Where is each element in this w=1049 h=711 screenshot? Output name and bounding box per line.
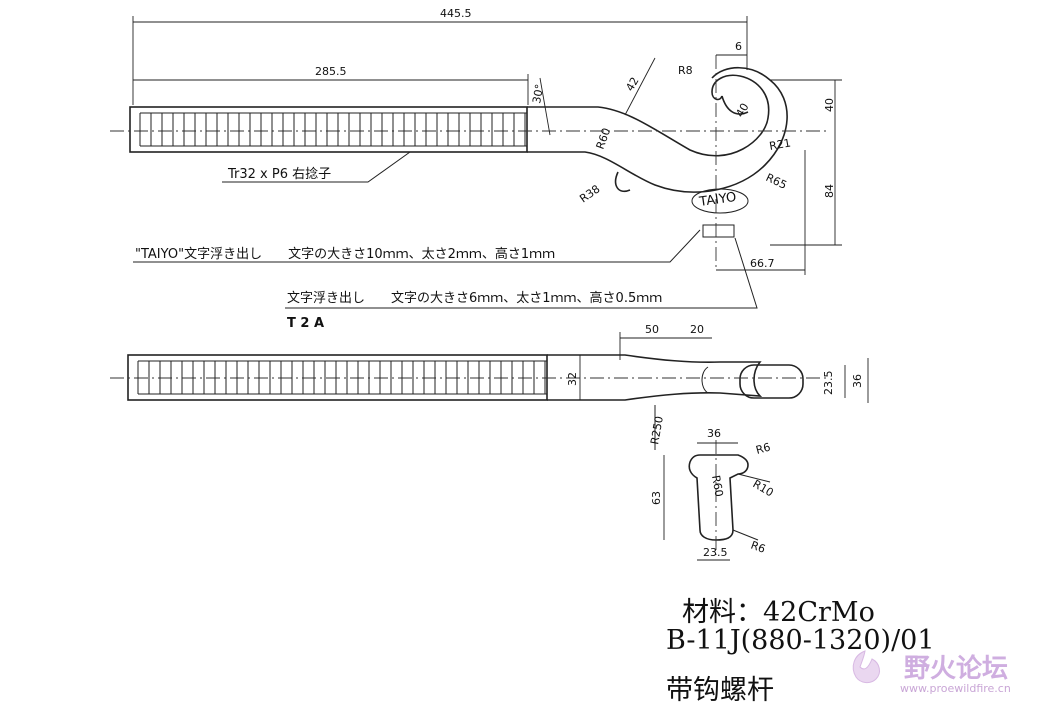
dim-20: 20 bbox=[690, 323, 704, 336]
logo-note: "TAIYO"文字浮き出し 文字の大きさ10ｍｍ、太さ2ｍｍ、高さ1ｍｍ bbox=[135, 246, 555, 262]
dim-36-side: 36 bbox=[851, 374, 864, 388]
dim-32: 32 bbox=[566, 372, 579, 386]
dim-r10: R10 bbox=[751, 477, 776, 499]
side-view-outline bbox=[547, 354, 804, 401]
dim-36-section: 36 bbox=[707, 427, 721, 440]
dim-66-7: 66.7 bbox=[750, 257, 775, 270]
dim-overall-length: 445.5 bbox=[440, 7, 472, 20]
hook-outline-top-view bbox=[527, 67, 788, 238]
dim-40-right: 40 bbox=[823, 98, 836, 112]
dim-50: 50 bbox=[645, 323, 659, 336]
dim-r38: R38 bbox=[577, 182, 602, 205]
dim-thread-length: 285.5 bbox=[315, 65, 347, 78]
dim-40-inner: 40 bbox=[733, 101, 751, 120]
side-view-threaded-shank bbox=[127, 354, 548, 401]
thread-note: Tr32 x P6 右捻子 bbox=[227, 167, 331, 182]
leader-lines bbox=[133, 151, 771, 541]
dim-r21: R21 bbox=[768, 136, 792, 153]
dim-r60-top: R60 bbox=[594, 126, 614, 151]
text-note: 文字浮き出し 文字の大きさ6ｍｍ、太さ1ｍｍ、高さ0.5ｍｍ bbox=[287, 290, 662, 306]
dim-r6-bottom: R6 bbox=[749, 539, 767, 556]
dim-r250: R250 bbox=[648, 415, 666, 445]
dim-tip-offset: 6 bbox=[735, 40, 742, 53]
part-code: B-11J(880-1320)/01 bbox=[666, 625, 935, 656]
dim-63: 63 bbox=[650, 491, 663, 505]
watermark-logo-icon bbox=[842, 645, 888, 691]
material-spec: 材料：42CrMo bbox=[682, 597, 875, 628]
dim-r65: R65 bbox=[764, 171, 789, 192]
logo-emboss: TAIYO bbox=[697, 190, 737, 210]
dimension-lines bbox=[132, 16, 869, 561]
dim-r8: R8 bbox=[678, 64, 693, 77]
top-view-threaded-shank bbox=[129, 106, 528, 153]
part-name: 带钩螺杆 bbox=[666, 675, 774, 706]
watermark-brand: 野火论坛 bbox=[904, 654, 1009, 684]
dim-r60-section: R60 bbox=[709, 474, 726, 498]
dim-angle: 30° bbox=[530, 83, 546, 104]
dim-84: 84 bbox=[823, 184, 836, 198]
thread-ticks-top bbox=[139, 112, 527, 147]
dim-23-5-side: 23.5 bbox=[822, 371, 835, 396]
mark-text: T 2 A bbox=[287, 316, 324, 331]
cross-section-outline bbox=[688, 454, 749, 541]
watermark-url: www.proewildfire.cn bbox=[900, 682, 1011, 695]
dim-23-5-section: 23.5 bbox=[703, 546, 728, 559]
dim-r6-top: R6 bbox=[754, 441, 772, 457]
dim-42: 42 bbox=[623, 75, 641, 94]
thread-ticks-side bbox=[137, 360, 547, 395]
